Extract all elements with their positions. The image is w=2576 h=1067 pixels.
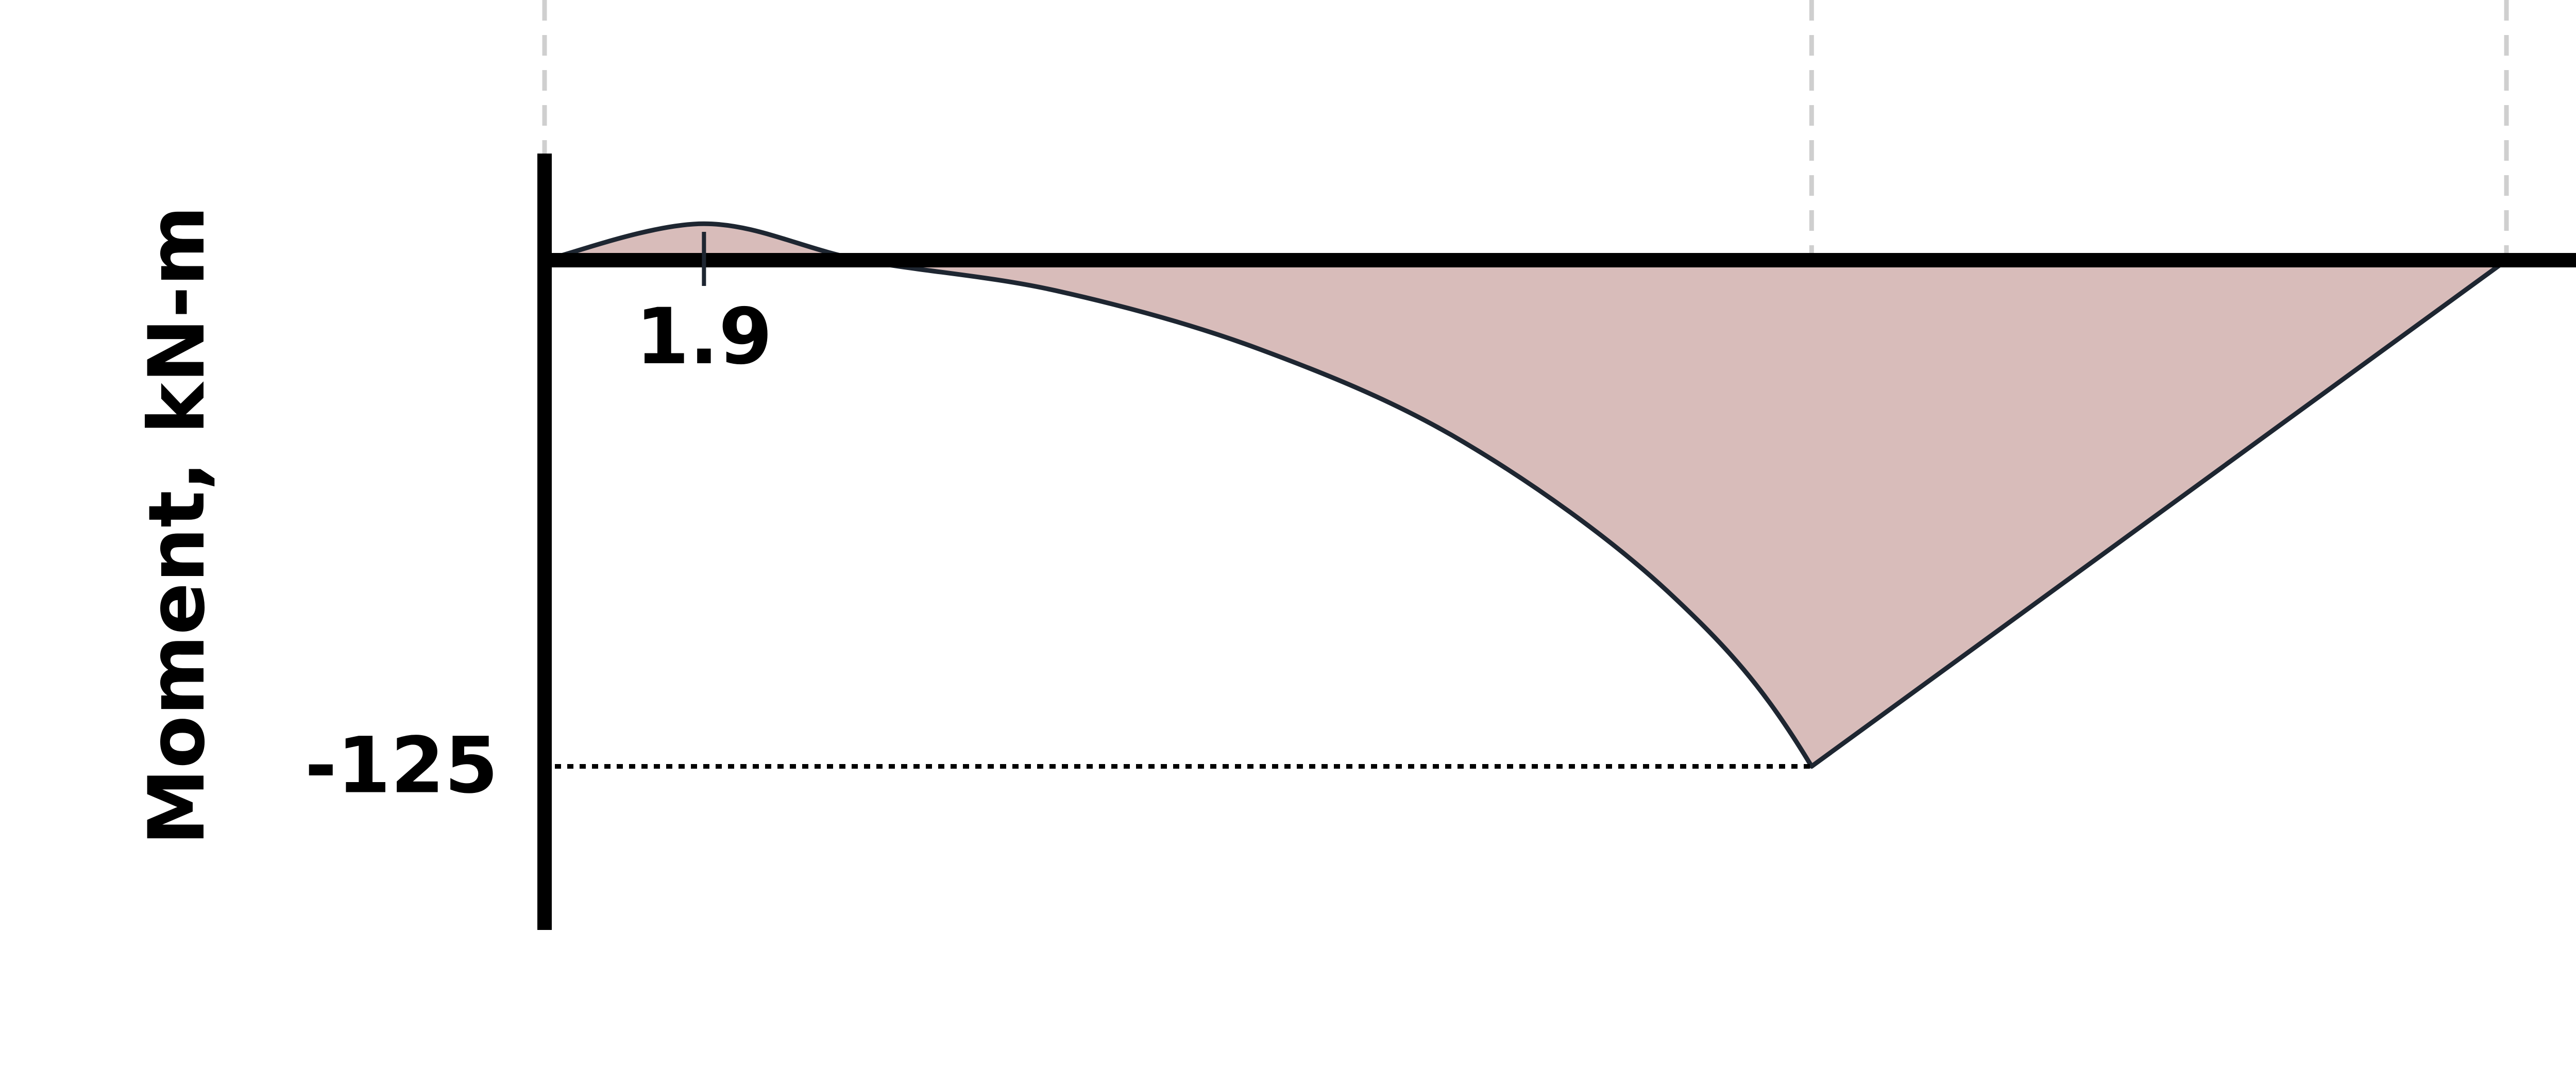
annotations: 1.9 -125: [305, 232, 1812, 811]
support-lines: [542, 0, 2509, 260]
y-axis-label: Moment, kN-m: [132, 206, 222, 845]
max-positive-label: 1.9: [636, 292, 773, 382]
moment-area: [544, 221, 2508, 769]
moment-area-fill: [545, 224, 2506, 767]
axes: [537, 154, 2576, 930]
max-negative-label: -125: [305, 721, 498, 811]
